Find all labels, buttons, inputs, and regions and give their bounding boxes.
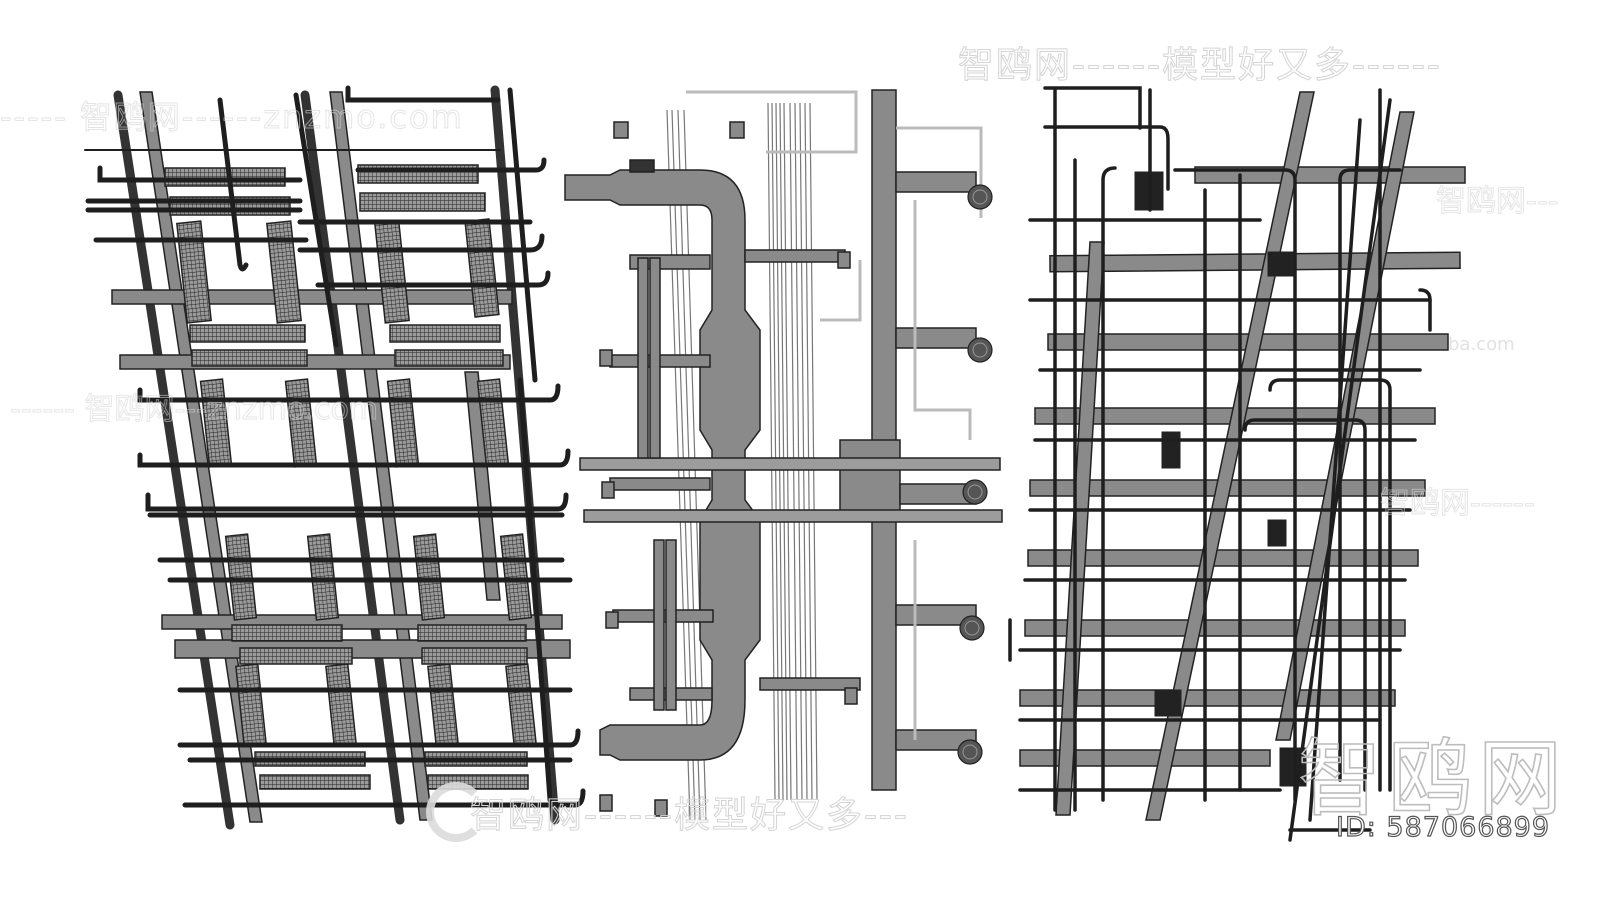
- model-id-label: ID: 587066899: [1335, 811, 1551, 843]
- right-panel: [1008, 86, 1466, 842]
- left-panel: [84, 85, 586, 830]
- watermark-logo-icon: [426, 782, 486, 842]
- center-panel: [564, 89, 1003, 821]
